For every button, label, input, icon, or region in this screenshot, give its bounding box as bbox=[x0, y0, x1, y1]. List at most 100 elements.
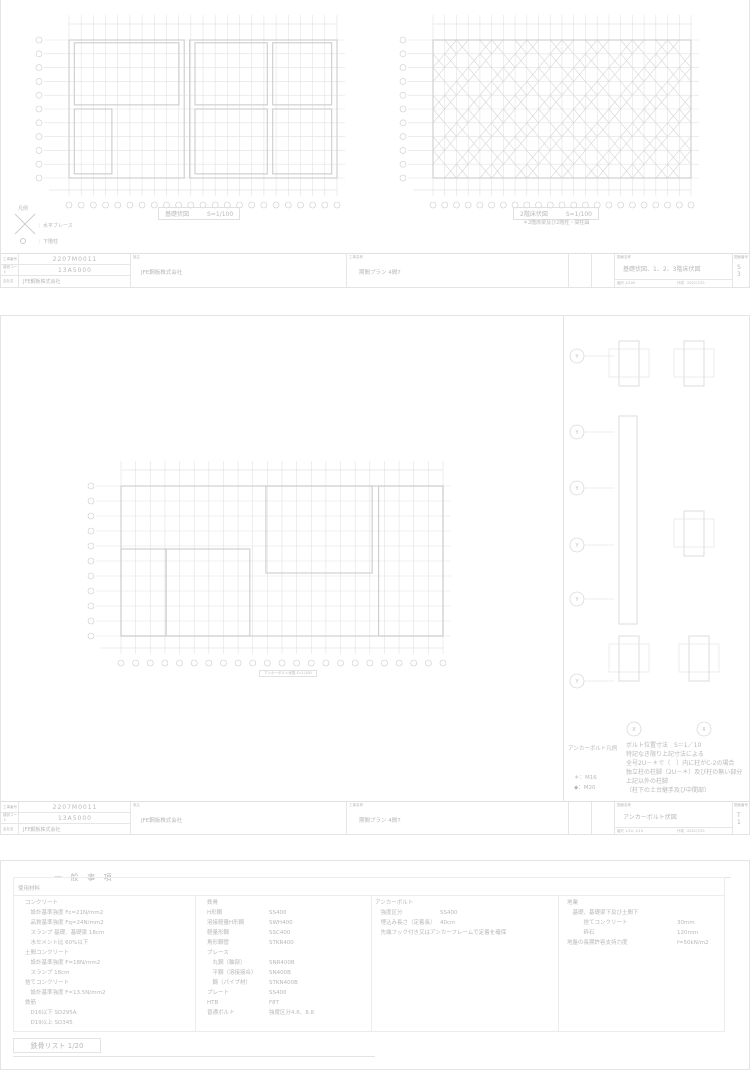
grid-bubble bbox=[163, 201, 170, 209]
drawing-line bbox=[491, 150, 504, 165]
grid-bubble bbox=[399, 105, 407, 113]
drawing-line bbox=[432, 95, 445, 110]
drawing-line bbox=[667, 39, 680, 54]
beam-outline bbox=[608, 348, 650, 378]
beam-outline bbox=[165, 548, 251, 637]
drawing-line bbox=[503, 108, 516, 123]
drawing-line bbox=[526, 122, 539, 137]
client-name: JFE鋼板株式会社 bbox=[141, 818, 183, 824]
note-item: 丸鋼（軸部） bbox=[207, 960, 246, 966]
label: 会社名 bbox=[1, 824, 19, 835]
label: 建設コード bbox=[3, 265, 19, 275]
note-line: 鉄骨 bbox=[207, 898, 314, 908]
drawing-line bbox=[444, 39, 457, 54]
drawing-line bbox=[514, 53, 528, 68]
grid-bubble bbox=[87, 557, 95, 565]
grid-bubble bbox=[35, 91, 43, 99]
drawing-line bbox=[456, 108, 469, 123]
drawing-line bbox=[432, 136, 445, 151]
drawing-line bbox=[538, 95, 551, 110]
grid-label: Y bbox=[574, 543, 579, 549]
drawing-line bbox=[503, 95, 516, 110]
project-cell: 工事名称期間プラン 4間7 bbox=[347, 802, 569, 835]
drawing-line bbox=[503, 136, 516, 151]
plan-left-caption: 基礎伏図 S=1/100 bbox=[158, 207, 241, 220]
grid-bubble bbox=[35, 119, 43, 127]
note-item: 強度区分 bbox=[375, 910, 403, 916]
beam-outline bbox=[678, 643, 720, 673]
drawing-line bbox=[550, 81, 563, 96]
beam-outline bbox=[683, 510, 705, 557]
beam-outline bbox=[673, 348, 715, 378]
note-item: プレート bbox=[207, 990, 230, 996]
column-legend-icon bbox=[20, 238, 26, 244]
drawing-line bbox=[526, 39, 539, 54]
grid-bubble bbox=[399, 91, 407, 99]
drawing-line bbox=[514, 39, 528, 54]
drawing-line bbox=[632, 67, 645, 82]
drawing-line bbox=[573, 67, 586, 82]
grid-bubble bbox=[399, 119, 407, 127]
drawing-line bbox=[550, 53, 563, 68]
drawing-line bbox=[643, 136, 657, 151]
note-item: HTB bbox=[207, 1000, 219, 1006]
general-notes-sheet: 一 般 事 項 使用材料 コンクリート 設計基準強度 Fc=21N/mm2 品質… bbox=[0, 860, 750, 1070]
drawing-line bbox=[456, 122, 469, 137]
grid-bubble bbox=[87, 542, 95, 550]
drawing-line bbox=[503, 150, 516, 165]
drawing-line bbox=[479, 81, 492, 96]
drawing-line bbox=[514, 136, 528, 151]
drawing-line bbox=[491, 81, 504, 96]
grid-bubble bbox=[535, 201, 542, 209]
grid-bubble bbox=[511, 201, 519, 209]
grid-bubble bbox=[464, 201, 472, 209]
grid-bubble bbox=[205, 659, 213, 667]
grid-bubble bbox=[126, 201, 134, 209]
grid-bubble bbox=[582, 201, 589, 209]
company-name: JFE鋼板株式会社 bbox=[23, 827, 61, 833]
grid-bubble bbox=[500, 201, 507, 209]
drawing-line bbox=[432, 108, 445, 123]
grid-bubble bbox=[546, 201, 554, 209]
grid-bubble bbox=[90, 201, 97, 209]
drawing-line bbox=[514, 81, 528, 96]
grid-bubble bbox=[260, 201, 268, 209]
anchor-note: 特記なき限り上記寸法による bbox=[626, 751, 704, 758]
drawing-line bbox=[479, 136, 492, 151]
grid-bubble bbox=[35, 64, 43, 71]
drawing-line bbox=[491, 39, 504, 54]
client-name: JFE鋼板株式会社 bbox=[141, 270, 183, 276]
drawing-line bbox=[538, 150, 551, 165]
grid-bubble bbox=[87, 617, 95, 625]
grid-bubble bbox=[410, 659, 418, 667]
drawing-line bbox=[538, 136, 551, 151]
note-item: H形鋼 bbox=[207, 910, 223, 916]
beam-outline bbox=[618, 635, 640, 682]
grid-bubble bbox=[399, 160, 407, 168]
grid-bubble bbox=[453, 201, 460, 209]
grid-label: Y bbox=[574, 486, 579, 492]
grid-bubble bbox=[652, 201, 660, 209]
drawing-line bbox=[608, 95, 621, 110]
drawing-line bbox=[456, 150, 469, 165]
grid-bubble bbox=[558, 201, 566, 209]
note-item: 埋込み長さ（定着長） bbox=[375, 920, 436, 926]
drawing-line bbox=[620, 81, 633, 96]
drawing-line bbox=[596, 39, 610, 54]
grid-bubble bbox=[337, 659, 344, 667]
drawing-line bbox=[444, 136, 457, 151]
grid-label: Y bbox=[574, 430, 579, 436]
drawing-line bbox=[456, 39, 469, 54]
drawing-line bbox=[667, 81, 680, 96]
grid-bubble bbox=[150, 201, 158, 209]
grid-label: Y bbox=[574, 679, 579, 685]
drawing-line bbox=[620, 164, 633, 179]
drawing-line bbox=[667, 122, 680, 137]
construction-code: 13A5000 bbox=[57, 266, 92, 274]
